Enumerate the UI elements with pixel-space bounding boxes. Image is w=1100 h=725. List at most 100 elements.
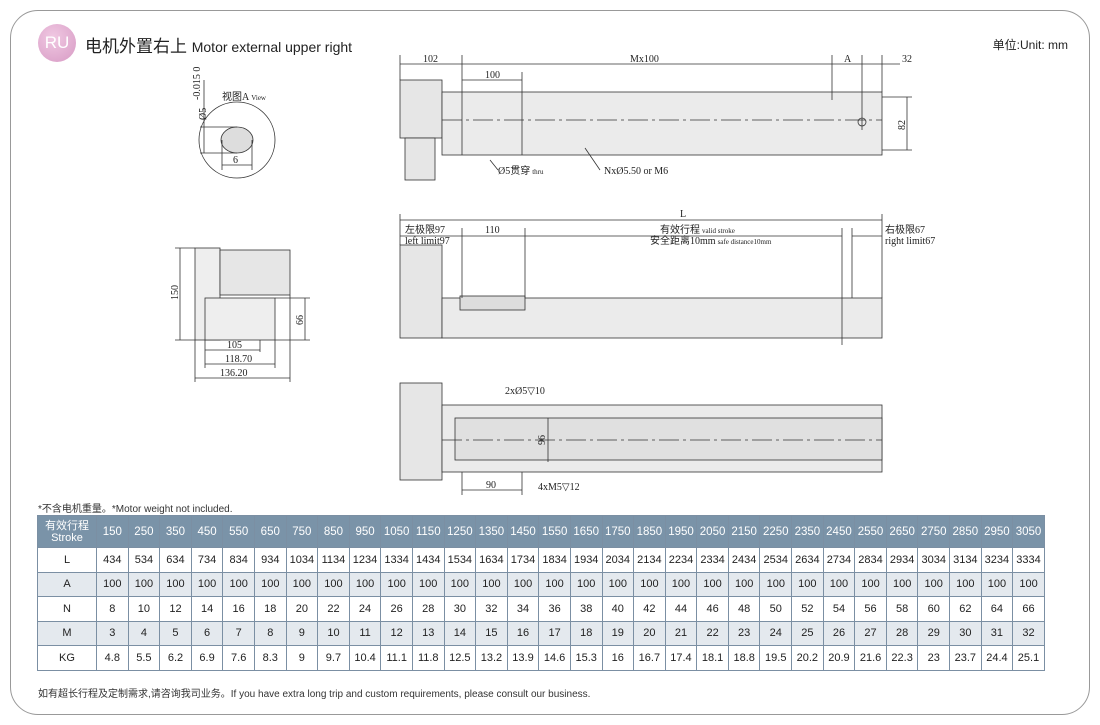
table-cell: 100 [475, 571, 508, 597]
title-en: Motor external upper right [191, 39, 353, 55]
table-cell: 6.2 [159, 645, 192, 671]
table-cell: 434 [96, 547, 129, 573]
table-cell: 9 [285, 645, 319, 671]
weight-note: *不含电机重量。*Motor weight not included. [38, 504, 233, 515]
stroke-cell: 850 [317, 515, 350, 548]
table-cell: 100 [443, 571, 477, 597]
table-cell: 1834 [538, 547, 571, 573]
stroke-cell: 2150 [727, 515, 761, 548]
table-cell: 3034 [917, 547, 951, 573]
table-cell: 10 [317, 620, 350, 646]
table-cell: 18.1 [696, 645, 729, 671]
table-cell: 3234 [980, 547, 1014, 573]
end-view: 150 66 105 118.70 136.20 [170, 247, 310, 382]
table-cell: 54 [822, 596, 856, 622]
table-cell: 32 [1012, 620, 1045, 646]
dim-l: L [680, 209, 686, 220]
table-cell: 1034 [285, 547, 319, 573]
stroke-cell: 2250 [759, 515, 793, 548]
table-cell: 9 [285, 620, 319, 646]
stroke-cell: 1350 [475, 515, 508, 548]
table-cell: 2034 [601, 547, 635, 573]
stroke-cell: 550 [222, 515, 255, 548]
table-cell: 26 [380, 596, 413, 622]
dim-105: 105 [227, 340, 242, 351]
table-cell: 19 [601, 620, 635, 646]
table-cell: 23 [727, 620, 761, 646]
dim-136-20: 136.20 [220, 368, 248, 379]
left-limit-en: left limit97 [405, 236, 450, 247]
stroke-cell: 2450 [822, 515, 856, 548]
table-cell: 11.1 [380, 645, 413, 671]
table-cell: 23 [917, 645, 951, 671]
table-cell: 2134 [633, 547, 666, 573]
table-cell: 1234 [348, 547, 382, 573]
table-cell: 100 [380, 571, 413, 597]
table-cell: 14.6 [538, 645, 571, 671]
table-cell: 2334 [696, 547, 729, 573]
table-cell: 15 [475, 620, 508, 646]
table-cell: 14 [443, 620, 477, 646]
table-cell: 44 [664, 596, 698, 622]
stroke-cell: 2850 [949, 515, 982, 548]
table-cell: 60 [917, 596, 951, 622]
table-cell: 2434 [727, 547, 761, 573]
row-label: N [37, 596, 97, 622]
table-cell: 18 [569, 620, 603, 646]
dim-90: 90 [486, 480, 496, 491]
table-cell: 834 [222, 547, 255, 573]
stroke-cell: 750 [285, 515, 319, 548]
table-cell: 16.7 [633, 645, 666, 671]
stroke-cell: 650 [253, 515, 287, 548]
table-cell: 100 [601, 571, 635, 597]
table-cell: 2534 [759, 547, 793, 573]
table-cell: 1134 [317, 547, 350, 573]
table-cell: 100 [506, 571, 540, 597]
table-cell: 4 [127, 620, 161, 646]
table-cell: 5.5 [127, 645, 161, 671]
dim-100: 100 [485, 70, 500, 81]
stroke-cell: 3050 [1012, 515, 1045, 548]
table-cell: 100 [917, 571, 951, 597]
table-cell: 12 [380, 620, 413, 646]
table-cell: 100 [538, 571, 571, 597]
table-cell: 18.8 [727, 645, 761, 671]
table-cell: 12.5 [443, 645, 477, 671]
table-cell: 11.8 [411, 645, 445, 671]
stroke-cell: 1250 [443, 515, 477, 548]
view-a-tol: -0.015 0 [192, 67, 203, 100]
table-cell: 100 [285, 571, 319, 597]
table-cell: 100 [664, 571, 698, 597]
table-cell: 100 [696, 571, 729, 597]
stroke-cell: 450 [190, 515, 224, 548]
table-cell: 17 [538, 620, 571, 646]
stroke-cell: 1850 [633, 515, 666, 548]
table-cell: 15.3 [569, 645, 603, 671]
table-cell: 100 [980, 571, 1014, 597]
table-cell: 32 [475, 596, 508, 622]
table-cell: 13.2 [475, 645, 508, 671]
table-cell: 3134 [949, 547, 982, 573]
table-cell: 56 [854, 596, 887, 622]
table-cell: 31 [980, 620, 1014, 646]
table-cell: 20.2 [791, 645, 824, 671]
table-cell: 8 [253, 620, 287, 646]
row-label: L [37, 547, 97, 573]
stroke-cell: 1750 [601, 515, 635, 548]
table-cell: 2234 [664, 547, 698, 573]
table-cell: 10 [127, 596, 161, 622]
stroke-cell: 350 [159, 515, 192, 548]
table-cell: 100 [569, 571, 603, 597]
table-cell: 66 [1012, 596, 1045, 622]
table-cell: 100 [727, 571, 761, 597]
table-cell: 22 [696, 620, 729, 646]
row-label: A [37, 571, 97, 597]
table-cell: 100 [854, 571, 887, 597]
